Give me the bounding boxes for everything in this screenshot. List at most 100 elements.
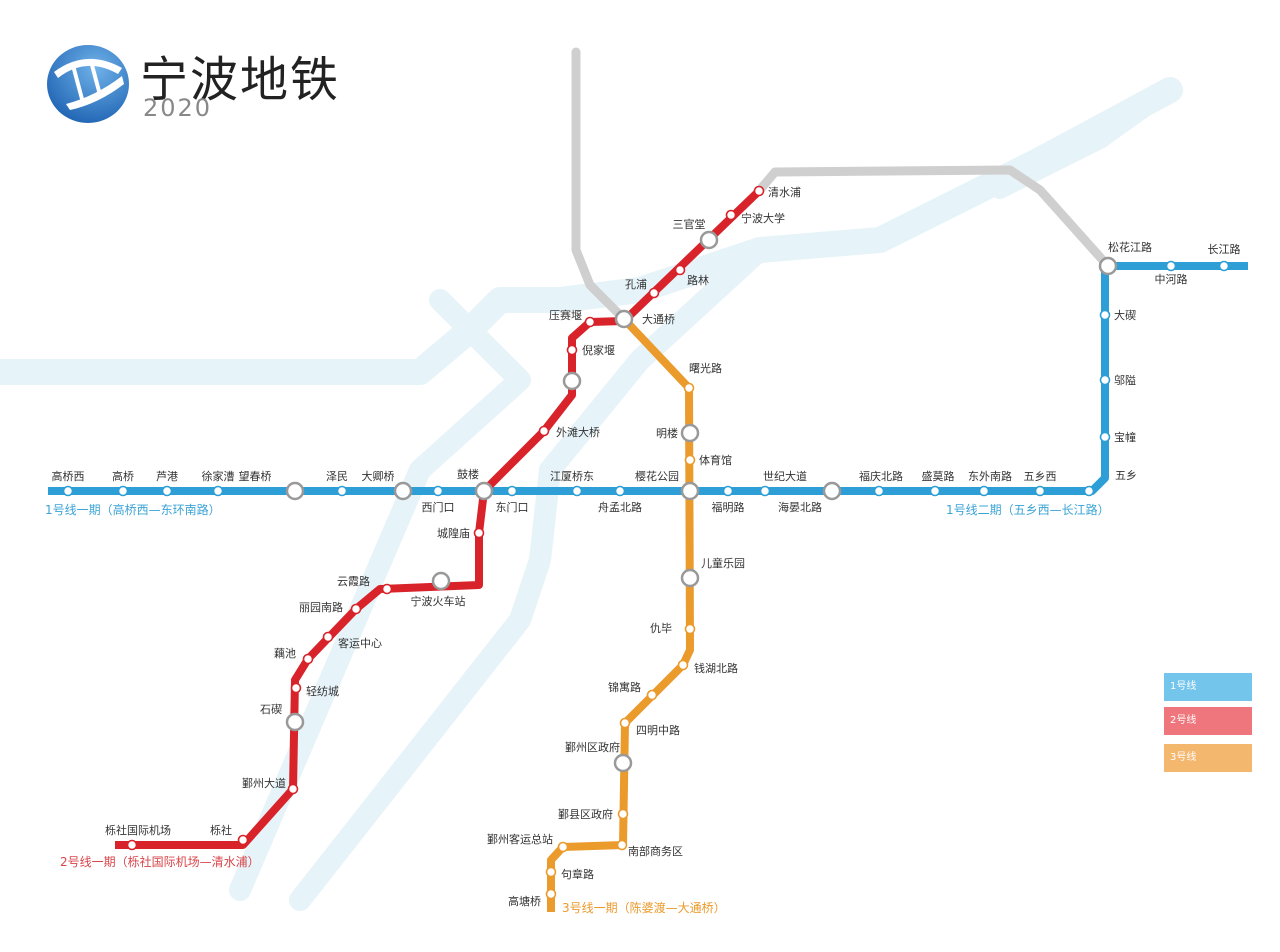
station[interactable]	[617, 808, 629, 820]
station[interactable]	[616, 839, 628, 851]
line1-route	[48, 262, 1248, 495]
station-label: 舟孟北路	[598, 500, 642, 514]
river	[289, 239, 771, 911]
station-label: 福明路	[712, 500, 745, 514]
station[interactable]	[677, 659, 689, 671]
map-year: 2020	[143, 94, 213, 122]
station[interactable]	[619, 717, 631, 729]
station[interactable]	[545, 866, 557, 878]
station[interactable]	[62, 485, 74, 497]
station[interactable]	[126, 839, 138, 851]
station-label: 云霞路	[337, 575, 370, 588]
station[interactable]	[759, 485, 771, 497]
interchange-station[interactable]	[680, 568, 700, 588]
station[interactable]	[237, 834, 249, 846]
interchange-station[interactable]	[680, 481, 700, 501]
station-label: 江厦桥东	[550, 470, 594, 483]
station-label: 倪家堰	[582, 343, 615, 357]
interchange-station[interactable]	[822, 481, 842, 501]
station[interactable]	[350, 603, 362, 615]
station[interactable]	[571, 485, 583, 497]
station-label: 儿童乐园	[701, 556, 745, 570]
station[interactable]	[1099, 309, 1111, 321]
station-label: 句章路	[561, 867, 594, 881]
interchange-station[interactable]	[699, 230, 719, 250]
station-label: 大碶	[1114, 308, 1136, 322]
station[interactable]	[432, 485, 444, 497]
interchange-station[interactable]	[474, 481, 494, 501]
planned-line-north	[571, 47, 629, 324]
station[interactable]	[381, 583, 393, 595]
logo	[46, 44, 130, 124]
station[interactable]	[538, 425, 550, 437]
station[interactable]	[1099, 374, 1111, 386]
station-label: 南部商务区	[628, 844, 683, 858]
station[interactable]	[322, 631, 334, 643]
station[interactable]	[683, 382, 695, 394]
station-label: 清水浦	[768, 186, 801, 199]
interchange-station[interactable]	[431, 571, 451, 591]
station[interactable]	[1083, 485, 1095, 497]
station[interactable]	[646, 689, 658, 701]
station[interactable]	[117, 485, 129, 497]
station-label: 压赛堰	[549, 308, 582, 322]
station[interactable]	[929, 485, 941, 497]
planned-line-east	[754, 165, 1113, 271]
station-label: 轻纺城	[306, 684, 339, 698]
station[interactable]	[1165, 260, 1177, 272]
station[interactable]	[584, 316, 596, 328]
station-label: 中河路	[1155, 273, 1188, 286]
station[interactable]	[722, 485, 734, 497]
station-label: 五乡	[1115, 469, 1137, 482]
station-label: 明楼	[656, 426, 678, 440]
station[interactable]	[614, 485, 626, 497]
station[interactable]	[290, 682, 302, 694]
interchange-station[interactable]	[614, 309, 634, 329]
station[interactable]	[506, 485, 518, 497]
station[interactable]	[336, 485, 348, 497]
interchange-station[interactable]	[613, 753, 633, 773]
station-label: 锦寓路	[608, 680, 641, 694]
river	[229, 289, 531, 901]
station[interactable]	[674, 264, 686, 276]
legend-line3: 3号线	[1164, 744, 1252, 772]
station-label: 孔浦	[625, 278, 647, 291]
station-label: 三官堂	[673, 217, 706, 231]
line2-phase1-caption: 2号线一期（栎社国际机场—清水浦）	[60, 854, 260, 869]
station-label: 钱湖北路	[694, 661, 738, 675]
station[interactable]	[473, 527, 485, 539]
interchange-station[interactable]	[285, 481, 305, 501]
station[interactable]	[873, 485, 885, 497]
station-label: 宁波大学	[741, 211, 785, 225]
station[interactable]	[566, 344, 578, 356]
interchange-station[interactable]	[285, 712, 305, 732]
interchange-station[interactable]	[562, 371, 582, 391]
station[interactable]	[212, 485, 224, 497]
station[interactable]	[1034, 485, 1046, 497]
legend-line2: 2号线	[1164, 707, 1252, 735]
station[interactable]	[1099, 431, 1111, 443]
station[interactable]	[725, 209, 737, 221]
station-label: 五乡西	[1024, 470, 1057, 483]
station[interactable]	[684, 623, 696, 635]
station[interactable]	[545, 888, 557, 900]
station-label: 宝幢	[1114, 430, 1136, 444]
station[interactable]	[302, 653, 314, 665]
station[interactable]	[684, 454, 696, 466]
interchange-station[interactable]	[393, 481, 413, 501]
station-label: 鼓楼	[457, 467, 479, 481]
station[interactable]	[287, 783, 299, 795]
station[interactable]	[161, 485, 173, 497]
interchange-station[interactable]	[1098, 256, 1118, 276]
station[interactable]	[557, 841, 569, 853]
station[interactable]	[978, 485, 990, 497]
station[interactable]	[1218, 260, 1230, 272]
interchange-station[interactable]	[680, 423, 700, 443]
station-label: 仇毕	[650, 622, 672, 635]
station-label: 石碶	[260, 703, 282, 716]
station-label: 鄞州区政府	[565, 740, 620, 754]
station[interactable]	[753, 185, 765, 197]
station[interactable]	[648, 287, 660, 299]
station-label: 东外南路	[968, 470, 1012, 483]
